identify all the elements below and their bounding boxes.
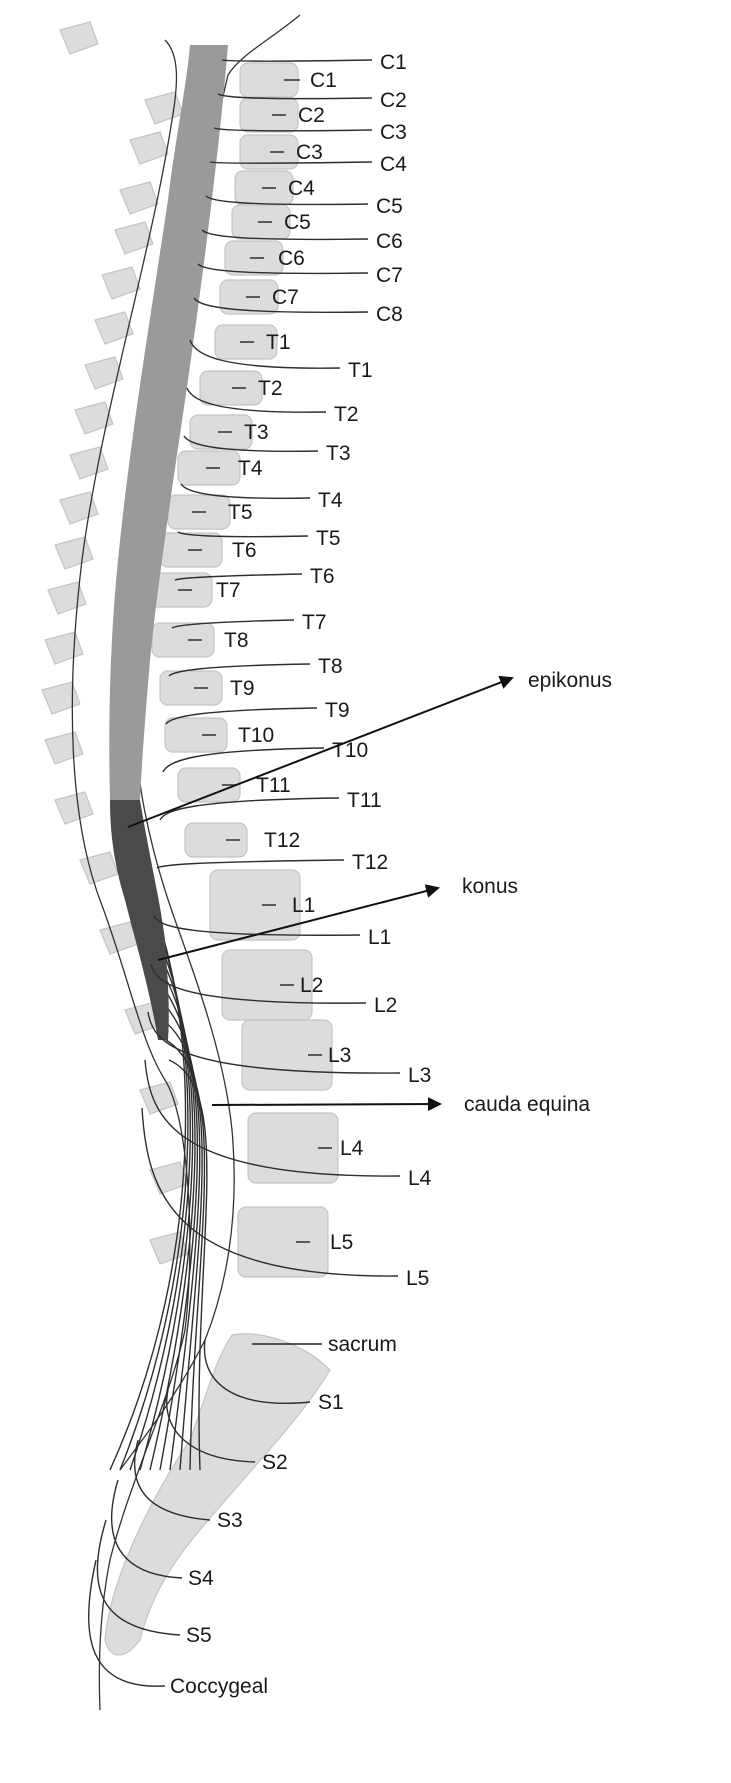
nerve-label-t8: T8 bbox=[318, 655, 343, 678]
spinous-process bbox=[55, 792, 93, 824]
vertebra-label-t4: T4 bbox=[238, 457, 263, 480]
nerve-label-t2: T2 bbox=[334, 403, 359, 426]
vertebra-label-l2: L2 bbox=[300, 974, 323, 997]
nerve-label-c1: C1 bbox=[380, 51, 407, 74]
vertebral-body bbox=[165, 718, 227, 752]
spinous-process bbox=[145, 92, 183, 124]
vertebra-label-c4: C4 bbox=[288, 177, 315, 200]
vertebra-label-l5: L5 bbox=[330, 1231, 353, 1254]
cauda-equina-arrow bbox=[212, 1104, 440, 1105]
nerve-label-c7: C7 bbox=[376, 264, 403, 287]
vertebra-label-t7: T7 bbox=[216, 579, 241, 602]
nerve-label-l2: L2 bbox=[374, 994, 397, 1017]
vertebra-label-t12: T12 bbox=[264, 829, 300, 852]
vertebral-body bbox=[240, 98, 298, 132]
spinous-process bbox=[60, 22, 98, 54]
spinous-process bbox=[80, 852, 118, 884]
spinous-process bbox=[70, 447, 108, 479]
vertebra-label-l1: L1 bbox=[292, 894, 315, 917]
label-cauda-equina: cauda equina bbox=[464, 1093, 590, 1116]
nerve-label-t5: T5 bbox=[316, 527, 341, 550]
nerve-label-c4: C4 bbox=[380, 153, 407, 176]
conus-medullaris bbox=[110, 800, 169, 1040]
label-coccygeal: Coccygeal bbox=[170, 1675, 268, 1698]
spinous-process bbox=[42, 682, 80, 714]
nerve-label-c8: C8 bbox=[376, 303, 403, 326]
nerve-label-t10: T10 bbox=[332, 739, 368, 762]
nerve-label-l4: L4 bbox=[408, 1167, 432, 1190]
vertebra-label-t5: T5 bbox=[228, 501, 253, 524]
vertebral-body bbox=[152, 623, 214, 657]
vertebral-body bbox=[240, 135, 298, 169]
vertebra-label-t2: T2 bbox=[258, 377, 283, 400]
vertebra-label-t11: T11 bbox=[256, 774, 291, 797]
nerve-label-t9: T9 bbox=[325, 699, 350, 722]
nerve-label-c6: C6 bbox=[376, 230, 403, 253]
label-s4: S4 bbox=[188, 1567, 214, 1590]
spinous-process bbox=[48, 582, 86, 614]
vertebra-label-c6: C6 bbox=[278, 247, 305, 270]
vertebra-label-c5: C5 bbox=[284, 211, 311, 234]
label-s2: S2 bbox=[262, 1451, 288, 1474]
nerve-label-l3: L3 bbox=[408, 1064, 431, 1087]
nerve-label-l1: L1 bbox=[368, 926, 391, 949]
nerve-root bbox=[222, 60, 372, 61]
vertebra-label-c7: C7 bbox=[272, 286, 299, 309]
label-s3: S3 bbox=[217, 1509, 243, 1532]
nerve-label-c5: C5 bbox=[376, 195, 403, 218]
nerve-root bbox=[157, 860, 344, 868]
label-epikonus: epikonus bbox=[528, 669, 612, 692]
nerve-label-t6: T6 bbox=[310, 565, 335, 588]
nerve-label-t4: T4 bbox=[318, 489, 343, 512]
vertebra-label-c2: C2 bbox=[298, 104, 325, 127]
label-s5: S5 bbox=[186, 1624, 212, 1647]
vertebra-label-l4: L4 bbox=[340, 1137, 364, 1160]
spinous-process bbox=[120, 182, 158, 214]
label-s1: S1 bbox=[318, 1391, 344, 1414]
vertebra-label-c1: C1 bbox=[310, 69, 337, 92]
vertebra-label-t10: T10 bbox=[238, 724, 274, 747]
nerve-label-t11: T11 bbox=[347, 789, 382, 812]
nerve-label-c3: C3 bbox=[380, 121, 407, 144]
nerve-label-t7: T7 bbox=[302, 611, 327, 634]
vertebra-label-l3: L3 bbox=[328, 1044, 351, 1067]
nerve-label-l5: L5 bbox=[406, 1267, 429, 1290]
vertebral-body bbox=[200, 371, 262, 405]
vertebra-label-t8: T8 bbox=[224, 629, 249, 652]
spinous-process bbox=[55, 537, 93, 569]
spinous-process bbox=[102, 267, 140, 299]
vertebra-label-t6: T6 bbox=[232, 539, 257, 562]
nerve-label-t1: T1 bbox=[348, 359, 373, 382]
label-sacrum: sacrum bbox=[328, 1333, 397, 1356]
spinous-process bbox=[45, 632, 83, 664]
vertebral-body bbox=[222, 950, 312, 1020]
vertebra-label-c3: C3 bbox=[296, 141, 323, 164]
spinous-process bbox=[95, 312, 133, 344]
nerve-label-c2: C2 bbox=[380, 89, 407, 112]
nerve-label-t3: T3 bbox=[326, 442, 351, 465]
vertebra-label-t9: T9 bbox=[230, 677, 255, 700]
vertebra-label-t1: T1 bbox=[266, 331, 291, 354]
vertebra-label-t3: T3 bbox=[244, 421, 269, 444]
vertebral-body bbox=[210, 870, 300, 940]
spinous-process bbox=[130, 132, 168, 164]
nerve-label-t12: T12 bbox=[352, 851, 388, 874]
spinous-process bbox=[115, 222, 153, 254]
spinous-process bbox=[45, 732, 83, 764]
label-konus: konus bbox=[462, 875, 518, 898]
